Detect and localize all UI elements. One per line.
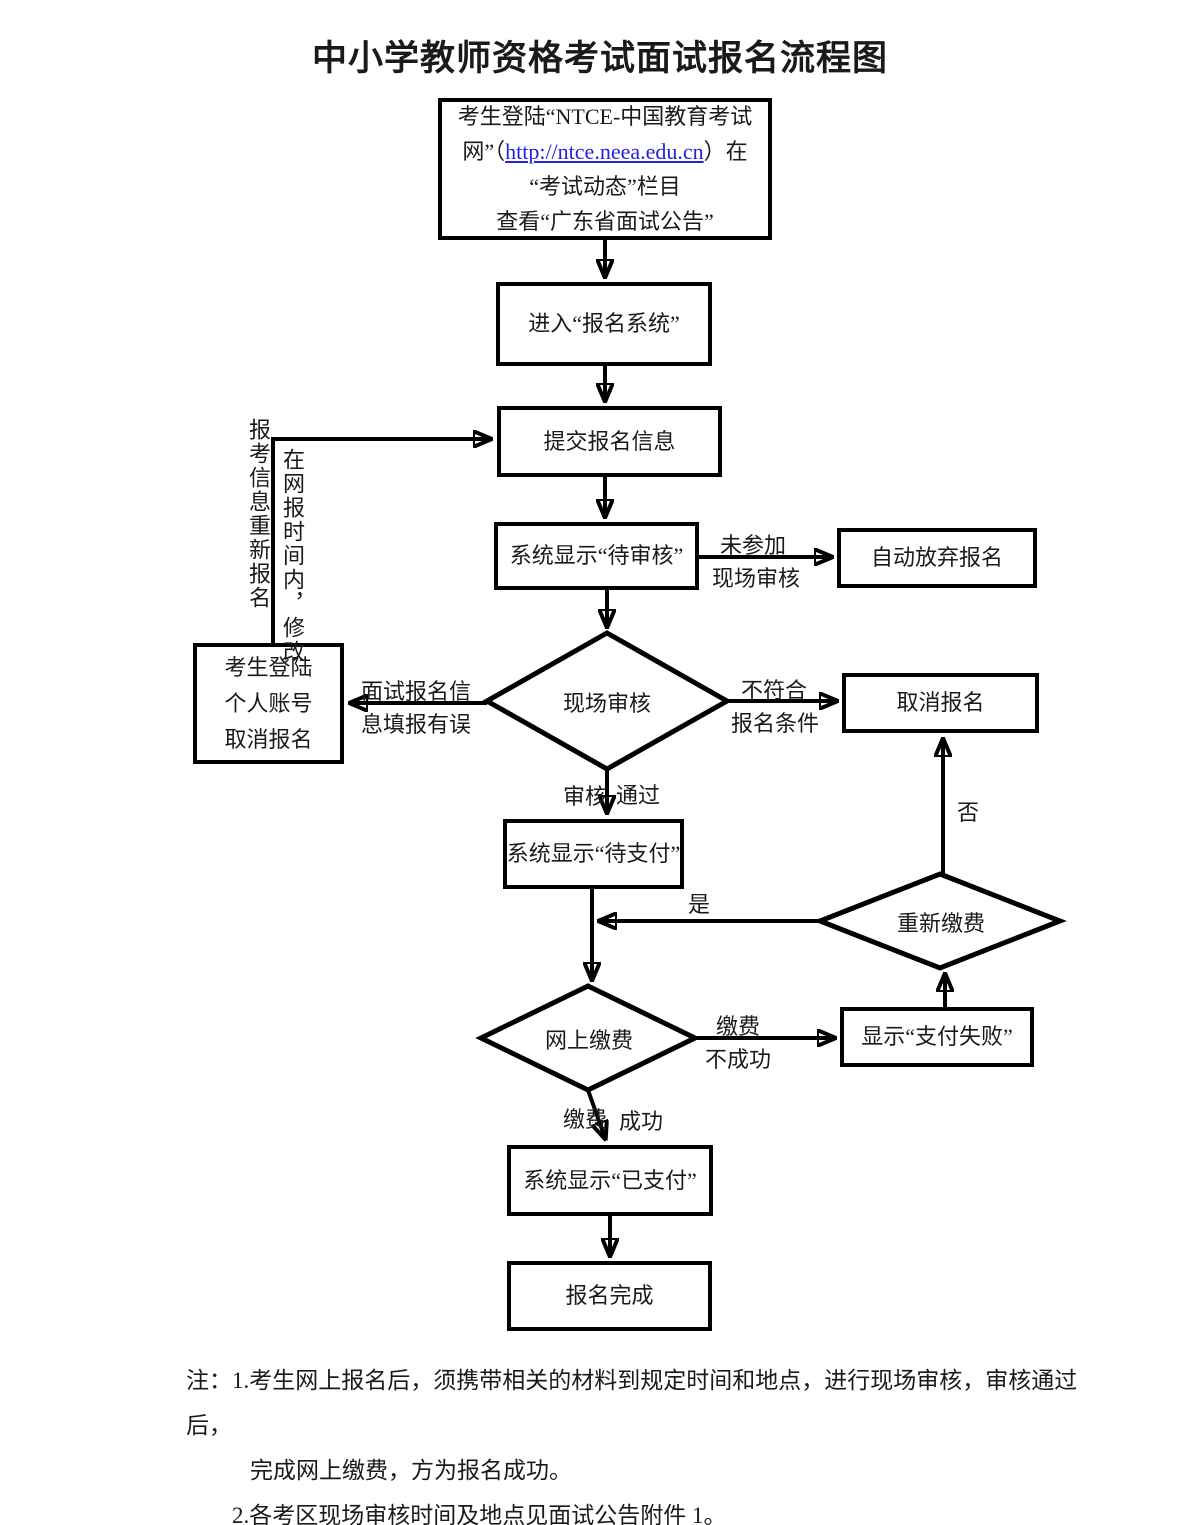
payment-failed-label: 显示“支付失败” bbox=[861, 1024, 1013, 1049]
pending-review-label: 系统显示“待审核” bbox=[509, 543, 684, 568]
edge-label-pay-fail-2: 不成功 bbox=[704, 1047, 772, 1072]
footnote-item1-line1: 1.考生网上报名后，须携带相关的材料到规定时间和地点，进行现场审核，审核通过后， bbox=[186, 1368, 1078, 1438]
login-line4: 查看“广东省面试公告” bbox=[496, 209, 714, 234]
node-cancel-account: 考生登陆 个人账号 取消报名 bbox=[193, 643, 344, 764]
edge-label-pay-fail-1: 缴费 bbox=[715, 1014, 761, 1039]
diamond-repay-decision bbox=[813, 871, 1067, 971]
login-line2-suffix: ）在 bbox=[703, 139, 748, 164]
footnote-prefix: 注： bbox=[186, 1368, 232, 1393]
node-payment-failed: 显示“支付失败” bbox=[840, 1007, 1034, 1067]
edge-label-review-pass-right: 通过 bbox=[615, 783, 661, 808]
cancel-registration-label: 取消报名 bbox=[896, 690, 985, 715]
repay-decision-label: 重新缴费 bbox=[896, 911, 986, 936]
edge-label-no-show-1: 未参加 bbox=[719, 533, 787, 558]
login-line2: 网”（http://ntce.neea.edu.cn）在 bbox=[462, 134, 747, 169]
login-line2-prefix: 网”（ bbox=[462, 139, 506, 164]
edge-label-not-qualified-1: 不符合 bbox=[740, 678, 808, 703]
auto-abandon-label: 自动放弃报名 bbox=[870, 545, 1003, 570]
edge-label-not-qualified-2: 报名条件 bbox=[730, 711, 820, 736]
login-line1: 考生登陆“NTCE-中国教育考试 bbox=[457, 104, 753, 129]
online-payment-label: 网上缴费 bbox=[544, 1028, 634, 1053]
edge-label-no-show-2: 现场审核 bbox=[711, 566, 801, 591]
edge-label-modify-vertical: 在网报时间内，修改 bbox=[280, 448, 305, 664]
node-status-pending-payment: 系统显示“待支付” bbox=[503, 819, 684, 889]
edge-label-review-pass-left: 审核 bbox=[562, 784, 608, 809]
node-status-paid: 系统显示“已支付” bbox=[507, 1145, 713, 1216]
footnote-line1: 注：1.考生网上报名后，须携带相关的材料到规定时间和地点，进行现场审核，审核通过… bbox=[186, 1358, 1106, 1448]
node-login-ntce: 考生登陆“NTCE-中国教育考试 网”（http://ntce.neea.edu… bbox=[438, 98, 772, 240]
node-enter-system: 进入“报名系统” bbox=[496, 282, 712, 366]
node-auto-abandon: 自动放弃报名 bbox=[837, 528, 1037, 588]
enter-system-label: 进入“报名系统” bbox=[528, 311, 680, 336]
edge-label-pay-success-right: 成功 bbox=[618, 1109, 664, 1134]
cancel-account-line3: 取消报名 bbox=[224, 726, 313, 752]
node-cancel-registration: 取消报名 bbox=[842, 673, 1039, 733]
edge-label-yes: 是 bbox=[687, 892, 711, 917]
edge-label-pay-success-left: 缴费 bbox=[562, 1107, 608, 1132]
footnotes: 注：1.考生网上报名后，须携带相关的材料到规定时间和地点，进行现场审核，审核通过… bbox=[186, 1358, 1106, 1525]
edge-reregister-loop bbox=[271, 439, 490, 643]
cancel-account-line2: 个人账号 bbox=[224, 690, 313, 716]
node-submit-info: 提交报名信息 bbox=[497, 406, 722, 477]
registration-complete-label: 报名完成 bbox=[565, 1283, 654, 1308]
footnote-item2: 2.各考区现场审核时间及地点见面试公告附件 1。 bbox=[232, 1503, 727, 1525]
node-registration-complete: 报名完成 bbox=[507, 1261, 712, 1331]
page-title: 中小学教师资格考试面试报名流程图 bbox=[311, 39, 888, 78]
edge-label-info-error-2: 息填报有误 bbox=[360, 712, 472, 737]
login-line3: “考试动态”栏目 bbox=[529, 174, 681, 199]
edge-label-info-error-1: 面试报名信 bbox=[360, 679, 472, 704]
footnote-item1-line2: 完成网上缴费，方为报名成功。 bbox=[250, 1458, 572, 1483]
pending-payment-label: 系统显示“待支付” bbox=[506, 841, 681, 866]
node-status-pending-review: 系统显示“待审核” bbox=[494, 522, 699, 590]
status-paid-label: 系统显示“已支付” bbox=[523, 1167, 697, 1193]
edge-label-reregister-vertical: 报考信息重新报名 bbox=[246, 418, 271, 610]
edge-label-no: 否 bbox=[956, 800, 980, 825]
cancel-account-line1: 考生登陆 bbox=[224, 654, 313, 680]
edge-pay-success-to-paid bbox=[586, 1089, 605, 1138]
submit-info-label: 提交报名信息 bbox=[543, 428, 676, 454]
onsite-review-label: 现场审核 bbox=[562, 691, 652, 716]
ntce-link[interactable]: http://ntce.neea.edu.cn bbox=[505, 139, 704, 164]
